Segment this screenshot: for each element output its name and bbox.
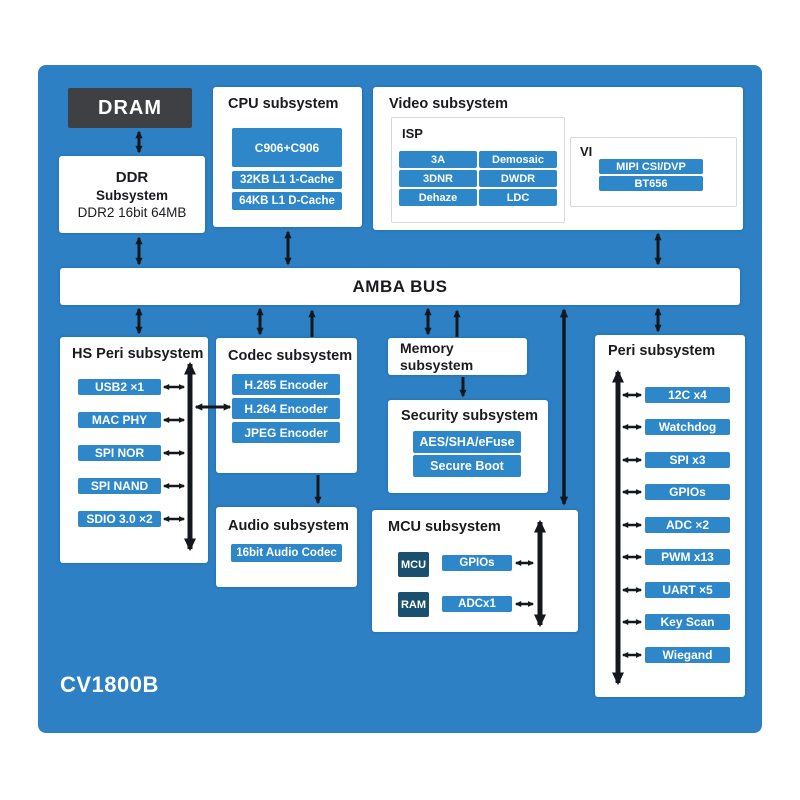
audio-codec-bar: 16bit Audio Codec <box>231 544 342 562</box>
codec-h264-bar: H.264 Encoder <box>232 398 340 419</box>
peri-item-keyscan: Key Scan <box>645 614 730 630</box>
dram-block: DRAM <box>68 88 192 128</box>
vi-bt656-bar: BT656 <box>599 176 703 191</box>
isp-title: ISP <box>402 126 423 141</box>
audio-subsystem-title: Audio subsystem <box>228 518 349 534</box>
mcu-adc-bar: ADCx1 <box>442 596 512 612</box>
hs-peri-item-spinor: SPI NOR <box>78 445 161 461</box>
isp-cell-demosaic: Demosaic <box>479 151 557 168</box>
security-aes-bar: AES/SHA/eFuse <box>413 431 521 453</box>
hs-peri-item-usb2: USB2 ×1 <box>78 379 161 395</box>
isp-cell-ldc: LDC <box>479 189 557 206</box>
memory-subsystem-title: Memory subsystem <box>400 340 474 373</box>
memory-subsystem-block <box>388 338 527 375</box>
vi-mipi-bar: MIPI CSI/DVP <box>599 159 703 174</box>
amba-bus-bar: AMBA BUS <box>60 268 740 305</box>
isp-cell-3dnr: 3DNR <box>399 170 477 187</box>
hs-peri-item-macphy: MAC PHY <box>78 412 161 428</box>
cpu-subsystem-title: CPU subsystem <box>228 96 339 112</box>
isp-cell-3a: 3A <box>399 151 477 168</box>
video-subsystem-title: Video subsystem <box>389 96 509 112</box>
peri-item-watchdog: Watchdog <box>645 419 730 435</box>
chip-name-label: CV1800B <box>60 672 159 697</box>
isp-cell-dehaze: Dehaze <box>399 189 477 206</box>
security-secureboot-bar: Secure Boot <box>413 455 521 477</box>
cpu-icache-bar: 32KB L1 1-Cache <box>232 171 342 189</box>
ddr-subsystem-block: DDR Subsystem DDR2 16bit 64MB <box>59 156 205 233</box>
mcu-gpios-bar: GPIOs <box>442 555 512 571</box>
mcu-subsystem-title: MCU subsystem <box>388 519 501 535</box>
peri-item-i2c: 12C x4 <box>645 387 730 403</box>
cpu-dcache-bar: 64KB L1 D-Cache <box>232 192 342 210</box>
peri-subsystem-title: Peri subsystem <box>608 343 716 359</box>
codec-h265-bar: H.265 Encoder <box>232 374 340 395</box>
ddr-subtitle: Subsystem <box>95 188 169 203</box>
cpu-core-bar: C906+C906 <box>232 128 342 167</box>
peri-item-pwm: PWM x13 <box>645 549 730 565</box>
ddr-title: DDR <box>115 169 149 186</box>
peri-item-adc: ADC ×2 <box>645 517 730 533</box>
peri-item-gpios: GPIOs <box>645 484 730 500</box>
isp-cell-dwdr: DWDR <box>479 170 557 187</box>
mcu-core-block: MCU <box>398 552 429 577</box>
security-subsystem-title: Security subsystem <box>401 408 539 424</box>
hs-peri-item-spinand: SPI NAND <box>78 478 161 494</box>
peri-item-uart: UART ×5 <box>645 582 730 598</box>
mcu-ram-block: RAM <box>398 592 429 617</box>
codec-subsystem-title: Codec subsystem <box>228 348 353 364</box>
codec-jpeg-bar: JPEG Encoder <box>232 422 340 443</box>
peri-item-wiegand: Wiegand <box>645 647 730 663</box>
hs-peri-title: HS Peri subsystem <box>72 346 204 362</box>
vi-title: VI <box>580 144 593 159</box>
peri-item-spi: SPI x3 <box>645 452 730 468</box>
ddr-spec: DDR2 16bit 64MB <box>77 205 187 220</box>
hs-peri-item-sdio: SDIO 3.0 ×2 <box>78 511 161 527</box>
